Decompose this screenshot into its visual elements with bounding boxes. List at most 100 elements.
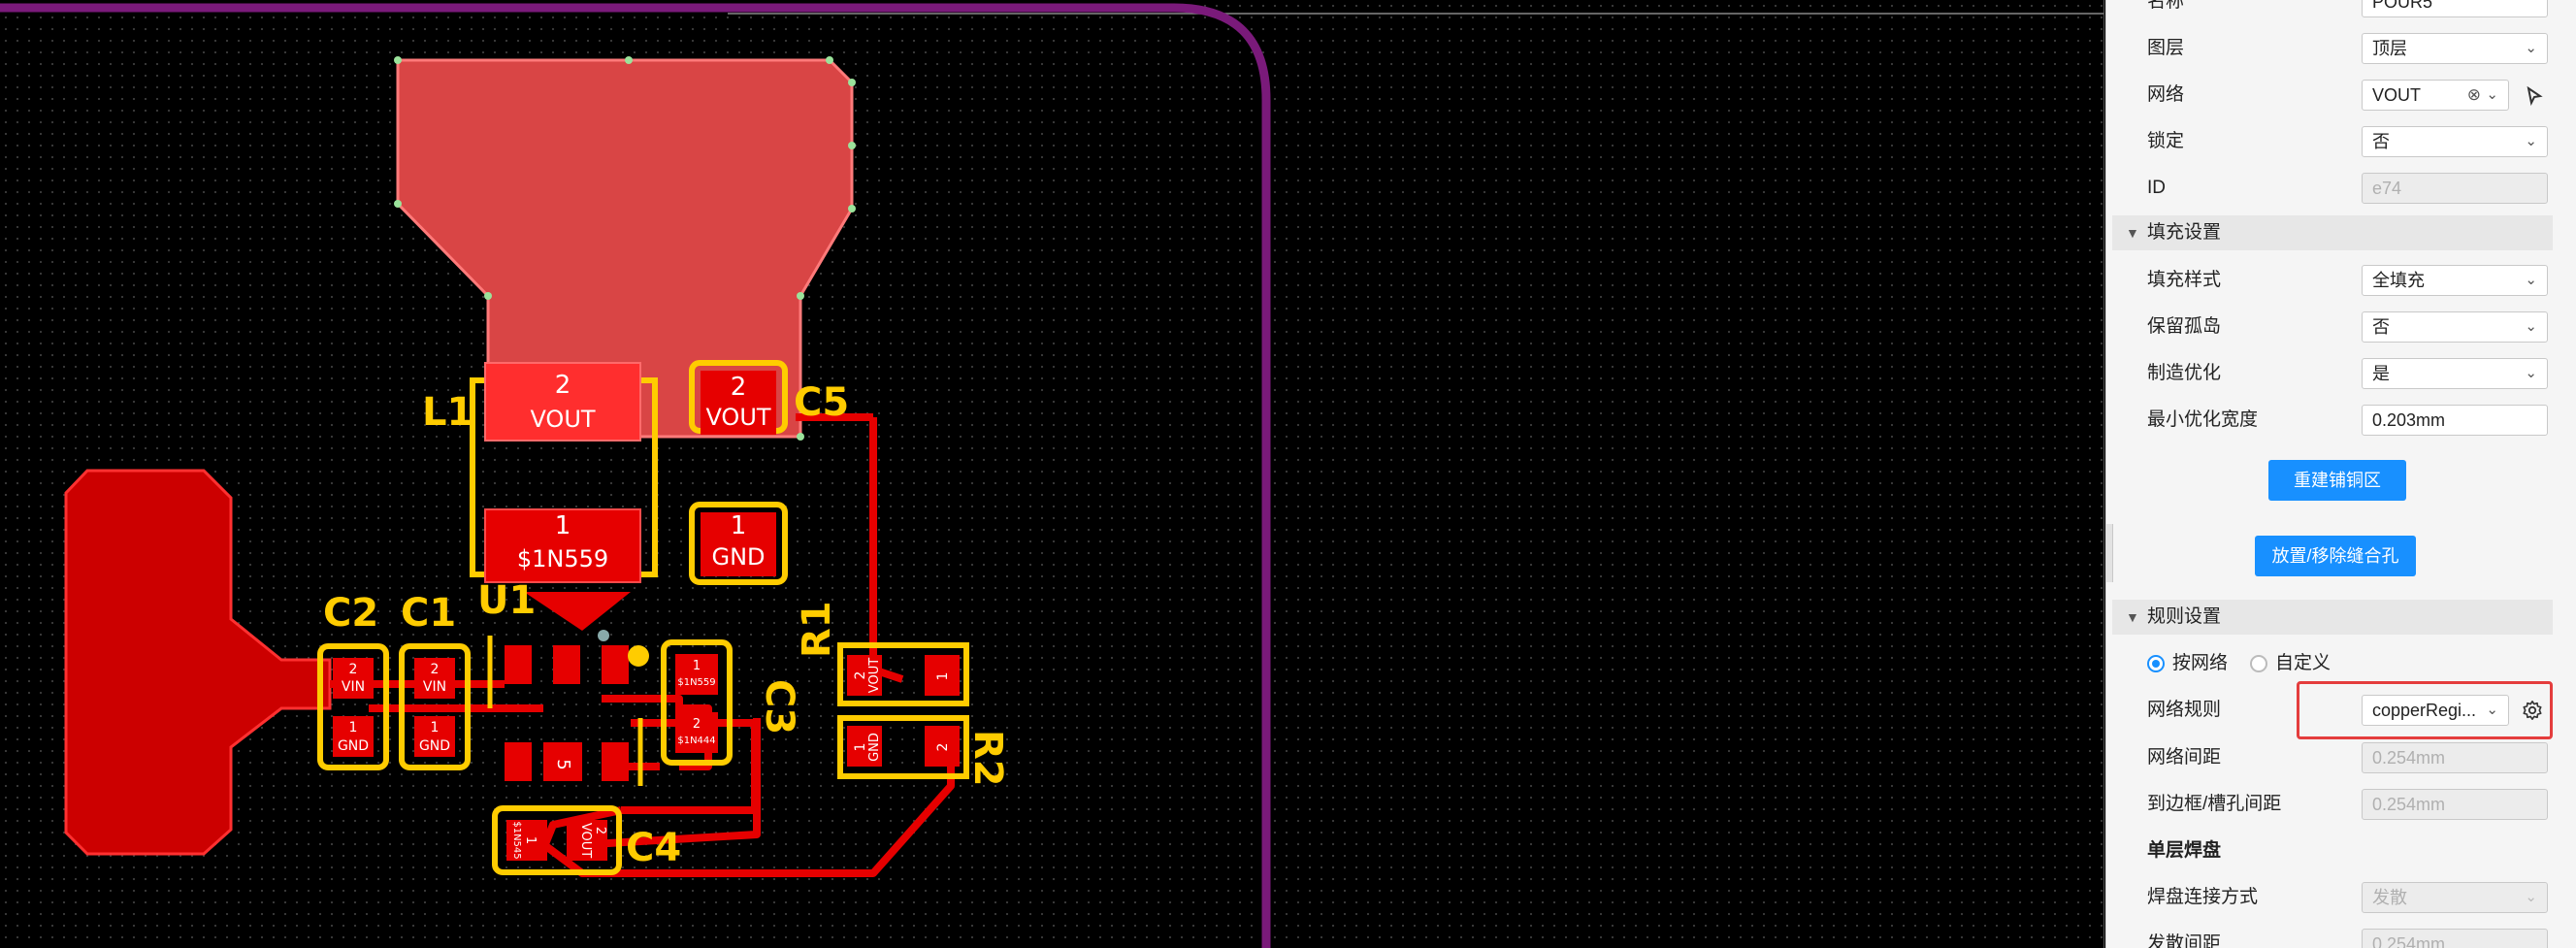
chevron-down-icon: ⌄ <box>2525 272 2537 288</box>
pad-c5-1[interactable] <box>701 512 776 576</box>
net-rule-select[interactable]: copperRegi...⌄ <box>2362 695 2509 726</box>
pad-l1-2[interactable] <box>484 362 641 441</box>
net-value: VOUT <box>2372 85 2422 105</box>
label-l1: L1 <box>422 390 473 435</box>
pad-c5-2[interactable] <box>701 371 776 435</box>
pad-c3-2-net: $1N444 <box>677 736 715 746</box>
prop-keep-islands: 保留孤岛 否⌄ <box>2106 304 2553 350</box>
pour-vout[interactable] <box>396 58 854 439</box>
min-width-value: 0.203mm <box>2372 410 2446 430</box>
component-l1[interactable]: 2 VOUT 1 $1N559 L1 <box>422 362 658 583</box>
mfg-opt-label: 制造优化 <box>2147 363 2222 383</box>
pad-connect-select: 发散⌄ <box>2362 882 2548 913</box>
chevron-down-icon: ⌄ <box>2525 889 2537 905</box>
triangle-down-icon: ▼ <box>2126 225 2139 241</box>
chevron-down-icon: ⌄ <box>2525 318 2537 335</box>
label-c4: C4 <box>626 826 681 870</box>
pick-net-icon[interactable] <box>2526 86 2543 106</box>
net-rule-value: copperRegi... <box>2372 701 2477 720</box>
keep-islands-select[interactable]: 否⌄ <box>2362 311 2548 343</box>
clear-icon[interactable]: ⊗ <box>2466 85 2481 104</box>
rule-section-header[interactable]: ▼ 规则设置 <box>2112 600 2553 635</box>
mfg-opt-value: 是 <box>2372 364 2390 383</box>
collapse-handle[interactable] <box>2106 524 2113 582</box>
pad-c3-2-num: 2 <box>693 717 701 732</box>
single-pad-heading: 单层焊盘 <box>2106 828 2553 874</box>
name-value: POUR5 <box>2372 0 2433 12</box>
label-c5: C5 <box>794 380 849 425</box>
fill-style-select[interactable]: 全填充⌄ <box>2362 265 2548 296</box>
component-c1[interactable]: 2 VIN 1 GND C1 <box>399 591 471 770</box>
component-c4[interactable]: 1 $1N545 2 VOUT C4 <box>492 805 681 875</box>
pour-vertices <box>394 56 856 441</box>
name-input[interactable]: POUR5 <box>2362 0 2548 17</box>
pad-c3-1-num: 1 <box>693 659 701 673</box>
label-c1: C1 <box>401 591 456 636</box>
pad-r1-2-num: 2 <box>853 671 868 680</box>
min-width-input[interactable]: 0.203mm <box>2362 405 2548 436</box>
pad-c4-1-num: 1 <box>523 836 538 844</box>
prop-layer: 图层 顶层⌄ <box>2106 25 2553 72</box>
stitch-vias-button[interactable]: 放置/移除缝合孔 <box>2255 536 2416 576</box>
component-r1[interactable]: 2 VOUT 1 R1 <box>795 601 969 706</box>
pad-l1-2-num: 2 <box>555 371 571 400</box>
layer-select[interactable]: 顶层⌄ <box>2362 33 2548 64</box>
prop-net-clearance: 网络间距 0.254mm <box>2106 735 2553 781</box>
prop-id-label: ID <box>2147 178 2166 198</box>
pad-l1-2-net: VOUT <box>530 406 595 433</box>
prop-min-width: 最小优化宽度 0.203mm <box>2106 397 2553 443</box>
pad-c4-2-net: VOUT <box>578 823 593 858</box>
custom-radio[interactable] <box>2250 655 2267 672</box>
layer-value: 顶层 <box>2372 39 2407 58</box>
label-r2: R2 <box>965 730 1010 787</box>
id-input: e74 <box>2362 173 2548 204</box>
chevron-down-icon: ⌄ <box>2525 365 2537 381</box>
rebuild-pour-button[interactable]: 重建铺铜区 <box>2268 460 2406 501</box>
pad-l1-1[interactable] <box>484 508 641 583</box>
chevron-down-icon: ⌄ <box>2486 86 2498 103</box>
prop-spoke-spacing: 发散间距 0.254mm <box>2106 921 2553 948</box>
component-c5[interactable]: 2 VOUT 1 GND C5 <box>689 360 849 585</box>
fill-section-header[interactable]: ▼ 填充设置 <box>2112 215 2553 250</box>
pad-l1-1-num: 1 <box>555 511 571 540</box>
spoke-spacing-label: 发散间距 <box>2147 933 2222 948</box>
custom-label[interactable]: 自定义 <box>2275 653 2331 673</box>
pad-c1-2-net: VIN <box>423 679 446 695</box>
prop-net: 网络 VOUT⊗⌄ <box>2106 72 2553 118</box>
pad-c4-2-num: 2 <box>593 827 607 834</box>
rule-mode: 按网络 自定义 <box>2106 640 2553 687</box>
label-c3: C3 <box>757 679 801 735</box>
component-c2[interactable]: 2 VIN 1 GND C2 <box>317 591 389 770</box>
chevron-down-icon: ⌄ <box>2525 133 2537 149</box>
gear-icon[interactable] <box>2522 700 2543 721</box>
lock-select[interactable]: 否⌄ <box>2362 126 2548 157</box>
pcb-canvas[interactable]: 2 VOUT 1 $1N559 L1 2 VOUT 1 GND C5 5 U1 <box>0 0 2103 948</box>
prop-name: 名称 POUR5 <box>2106 0 2553 25</box>
keep-islands-label: 保留孤岛 <box>2147 316 2222 337</box>
pad-c1-1-num: 1 <box>431 720 440 736</box>
prop-mfg-opt: 制造优化 是⌄ <box>2106 350 2553 397</box>
board-clearance-value: 0.254mm <box>2372 795 2446 814</box>
pad-l1-1-net: $1N559 <box>517 545 608 572</box>
prop-net-rule: 网络规则 copperRegi...⌄ <box>2106 687 2553 734</box>
pad-c2-2-num: 2 <box>349 662 358 677</box>
pad-c1-2-num: 2 <box>431 662 440 677</box>
pcb-svg[interactable]: 2 VOUT 1 $1N559 L1 2 VOUT 1 GND C5 5 U1 <box>0 0 2103 948</box>
component-c3[interactable]: 1 $1N559 2 $1N444 C3 <box>661 639 801 766</box>
by-net-radio[interactable] <box>2147 655 2165 672</box>
net-clearance-label: 网络间距 <box>2147 747 2222 768</box>
fill-section-title: 填充设置 <box>2147 222 2222 243</box>
board-clearance-input: 0.254mm <box>2362 789 2548 820</box>
rule-section-title: 规则设置 <box>2147 606 2222 627</box>
single-pad-label: 单层焊盘 <box>2147 840 2222 861</box>
mfg-opt-select[interactable]: 是⌄ <box>2362 358 2548 389</box>
component-u1[interactable]: 5 U1 <box>477 578 649 786</box>
net-select[interactable]: VOUT ⊗ ⌄ <box>2362 80 2509 111</box>
spoke-spacing-value: 0.254mm <box>2372 934 2446 948</box>
pad-c2-1-net: GND <box>338 738 369 754</box>
by-net-label[interactable]: 按网络 <box>2172 653 2229 673</box>
label-c2: C2 <box>323 591 378 636</box>
panel-divider[interactable] <box>2103 0 2104 948</box>
component-r2[interactable]: 1 GND 2 R2 <box>837 715 1010 787</box>
fill-style-label: 填充样式 <box>2147 270 2222 290</box>
